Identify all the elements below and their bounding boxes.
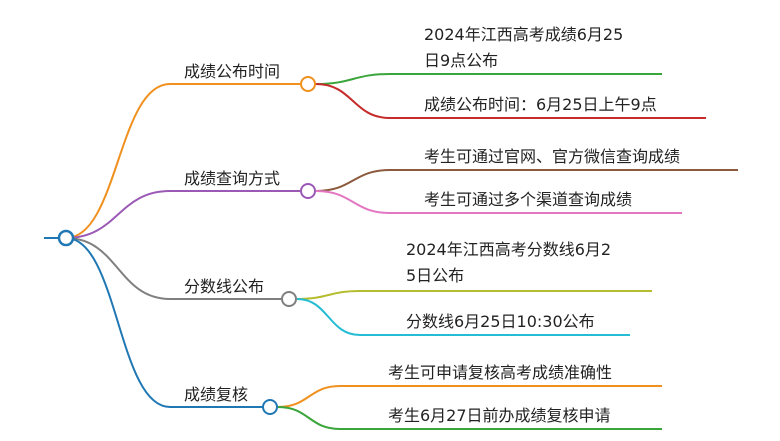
branch-1-label: 成绩公布时间 — [184, 62, 280, 81]
branch-4-leaf-2-connector — [277, 406, 341, 430]
branch-3-leaf-1-text-line-1: 2024年江西高考分数线6月2 — [406, 240, 611, 259]
branch-2-leaf-1-text-line-1: 考生可通过官网、官方微信查询成绩 — [424, 147, 680, 166]
branch-4-node-circle — [262, 399, 278, 415]
branch-2-leaf-1-connector — [315, 169, 391, 192]
branch-2-node-circle — [300, 183, 316, 199]
branch-4-label: 成绩复核 — [184, 385, 248, 404]
branch-1-leaf-2-text-line-1: 成绩公布时间：6月25日上午9点 — [424, 95, 657, 114]
branch-1-leaf-2-connector — [315, 83, 391, 119]
branch-2-leaf-2-connector — [315, 190, 391, 214]
branch-2-leaf-2-text-line-1: 考生可通过多个渠道查询成绩 — [424, 190, 632, 209]
branch-1-node-circle — [300, 76, 316, 92]
root-node-circle — [57, 229, 75, 247]
branch-3-leaf-2-text-line-1: 分数线6月25日10:30公布 — [406, 312, 595, 331]
branch-1-connector — [65, 83, 171, 239]
nodes-layer: 成绩公布时间 2024年江西高考成绩6月25 日9点公布成绩公布时间：6月25日上午… — [57, 25, 680, 425]
branch-1-leaf-1-text-line-2: 日9点公布 — [424, 51, 498, 70]
branch-4-connector — [65, 237, 171, 408]
branch-1-leaf-1-text-line-1: 2024年江西高考成绩6月25 — [424, 25, 623, 44]
branch-4-leaf-2-text-line-1: 考生6月27日前办成绩复核申请 — [388, 406, 611, 425]
branch-2-label: 成绩查询方式 — [184, 169, 280, 188]
branch-1-leaf-1-connector — [315, 73, 391, 85]
branch-3-leaf-1-connector — [296, 290, 361, 300]
branch-2-connector — [65, 190, 171, 239]
branch-3-leaf-1-text-line-2: 5日公布 — [406, 266, 464, 285]
branch-3-node-circle — [281, 291, 297, 307]
branch-3-connector — [65, 237, 171, 300]
edges-layer — [44, 73, 738, 430]
branch-3-leaf-2-connector — [296, 298, 361, 336]
branch-4-leaf-1-connector — [277, 385, 341, 408]
branch-4-leaf-1-text-line-1: 考生可申请复核高考成绩准确性 — [388, 363, 612, 382]
branch-3-label: 分数线公布 — [184, 277, 264, 296]
